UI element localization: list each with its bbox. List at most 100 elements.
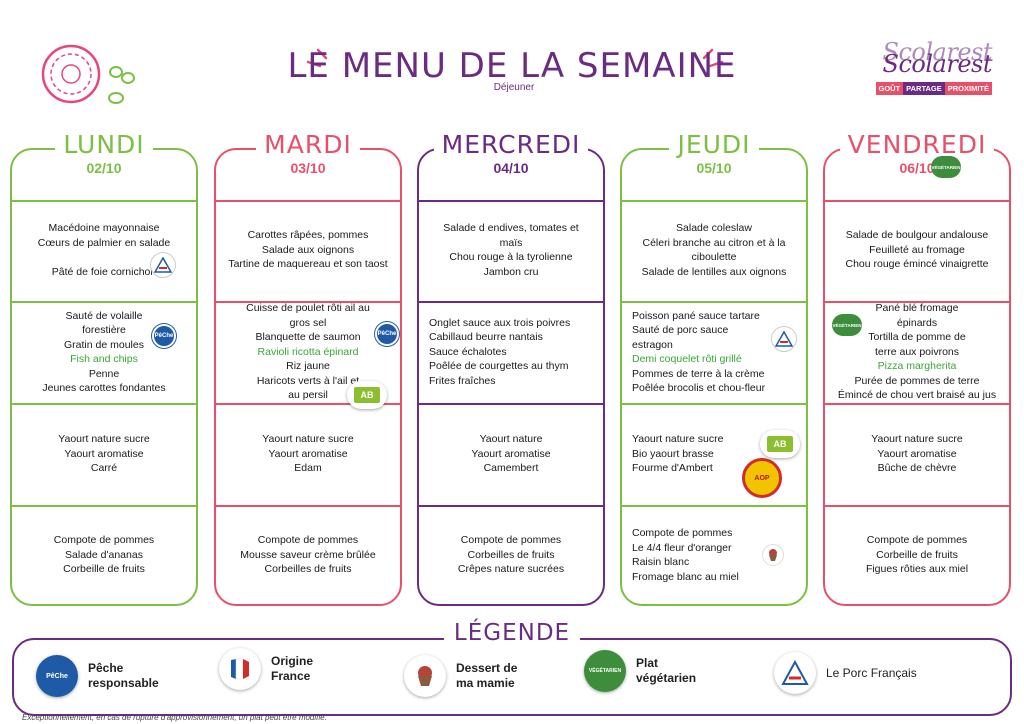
- title-burst: [300, 40, 730, 90]
- legend-item-vegetarien: VÉGÉTARIEN Plat végétarien: [584, 650, 716, 692]
- section-divider: [823, 301, 1011, 303]
- day-name: MARDI: [256, 130, 360, 159]
- menu-item: Yaourt aromatise: [268, 447, 348, 460]
- menu-item: Compote de pommes: [866, 534, 968, 547]
- menu-item: Corbeilles de fruits: [264, 563, 352, 576]
- legend-title-text: LÉGENDE: [443, 620, 581, 646]
- brand-tagline: GOÛT PARTAGE PROXIMITÉ: [875, 82, 992, 95]
- menu-item: Fourme d'Ambert: [632, 462, 713, 475]
- bio-leaf: AB: [767, 436, 793, 452]
- menu-item: estragon: [632, 338, 673, 351]
- section-divider: [823, 403, 1011, 405]
- section-divider: [214, 200, 402, 202]
- menu-item: Pané blé fromage: [875, 302, 959, 315]
- menu-item: Chou rouge émincé vinaigrette: [845, 258, 989, 271]
- menu-item: Pizza margherita: [877, 360, 957, 373]
- menu-item: Figues rôties aux miel: [865, 563, 969, 576]
- menu-item: Yaourt nature sucre: [262, 433, 354, 446]
- menu-item: Tartine de maquereau et son taost: [228, 258, 388, 271]
- brand-name: Scolarest: [882, 50, 993, 78]
- menu-item: terre aux poivrons: [874, 345, 960, 358]
- menu-item: Bio yaourt brasse: [632, 447, 714, 460]
- day-header: MERCREDI: [417, 130, 605, 159]
- section-divider: [214, 505, 402, 507]
- decorative-logo: [36, 40, 146, 110]
- section-divider: [620, 403, 808, 405]
- menu-item: Carottes râpées, pommes: [247, 229, 369, 242]
- section-divider: [823, 505, 1011, 507]
- menu-item: Blanquette de saumon: [255, 331, 361, 344]
- menu-item: Sauté de volaille: [65, 309, 143, 322]
- legend-item-peche: PêChe Pêche responsable: [36, 655, 178, 697]
- menu-item: Macédoine mayonnaise: [48, 222, 160, 234]
- menu-item: Cuisse de poulet rôti ail au: [246, 302, 370, 315]
- menu-item: Corbeilles de fruits: [467, 548, 555, 561]
- menu-item: Haricots verts à l'ail et: [256, 374, 360, 387]
- menu-item: Salade coleslaw: [676, 222, 752, 234]
- peche-responsable-icon: PêChe: [152, 324, 176, 348]
- menu-item: Edam: [294, 462, 322, 475]
- menu-item: Tortilla de pomme de: [868, 331, 966, 344]
- bio-leaf: AB: [354, 387, 380, 403]
- menu-item: Sauté de porc sauce: [632, 324, 729, 336]
- menu-item: Crêpes nature sucrées: [457, 563, 565, 576]
- menu-item: Riz jaune: [286, 360, 330, 373]
- day-name: LUNDI: [55, 130, 153, 159]
- menu-item: Chou rouge à la tyrolienne: [449, 251, 573, 263]
- menu-item: Compote de pommes: [53, 534, 155, 547]
- menu-item: Le 4/4 fleur d'oranger: [632, 541, 732, 554]
- day-name: VENDREDI: [839, 130, 995, 159]
- menu-item: Ravioli ricotta épinard: [257, 345, 359, 358]
- legend-item-mamie: Dessert de ma mamie: [404, 655, 536, 697]
- menu-item: Purée de pommes de terre: [854, 374, 980, 387]
- section-divider: [10, 403, 198, 405]
- menu-item: Demi coquelet rôti grillé: [632, 353, 742, 365]
- menu-item: Bûche de chèvre: [877, 462, 957, 475]
- vegetarien-icon: VÉGÉTARIEN: [832, 314, 862, 336]
- legend-label-vegetarien: Plat végétarien: [636, 656, 697, 685]
- menu-item: Yaourt aromatise: [64, 447, 144, 460]
- vegetarien-icon: VÉGÉTARIEN: [931, 156, 961, 178]
- menu-item: Salade de lentilles aux oignons: [641, 265, 787, 278]
- brand-name-shadow: Scolarest: [882, 38, 993, 66]
- menu-item: Poêlée de courgettes au thym: [429, 360, 569, 373]
- menu-item: forestière: [82, 324, 126, 336]
- day-header: JEUDI: [620, 130, 808, 159]
- porc-francais-icon: [774, 652, 816, 694]
- menu-item: Salade d'ananas: [65, 548, 143, 561]
- menu-item: Gratin de moules: [64, 338, 144, 351]
- day-name: MERCREDI: [433, 130, 589, 159]
- aop-icon: AOP: [742, 458, 782, 498]
- section-divider: [214, 403, 402, 405]
- porc-francais-icon: [771, 326, 797, 352]
- menu-item: Cœurs de palmier en salade: [37, 236, 171, 249]
- section-divider: [620, 505, 808, 507]
- brand-logo: Scolarest Scolarest GOÛT PARTAGE PROXIMI…: [860, 38, 1010, 100]
- menu-item: ciboulette: [691, 251, 737, 263]
- menu-item: Fish and chips: [70, 353, 138, 365]
- section-divider: [417, 301, 605, 303]
- menu-item: Céleri branche au citron et à la: [642, 236, 786, 249]
- day-name: JEUDI: [669, 130, 759, 159]
- page-subtitle: Déjeuner: [493, 82, 535, 93]
- legend-label-mamie: Dessert de ma mamie: [456, 661, 518, 690]
- menu-item: Poêlée brocolis et chou-fleur: [632, 382, 766, 394]
- legend-item-porc: Le Porc Français: [774, 652, 936, 694]
- day-date: 03/10: [290, 160, 326, 176]
- section-divider: [620, 301, 808, 303]
- cupcake-icon: [404, 655, 446, 697]
- vegetarien-icon: VÉGÉTARIEN: [584, 650, 626, 692]
